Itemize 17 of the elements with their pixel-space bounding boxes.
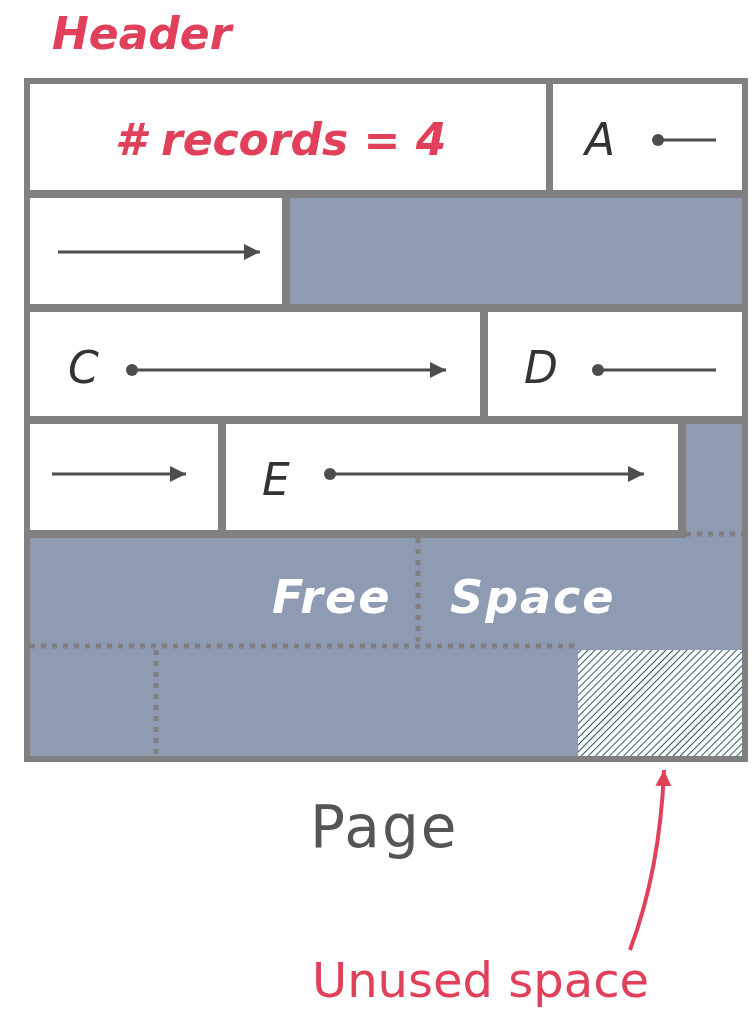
record-cell — [226, 424, 678, 530]
cell-text: E — [262, 458, 290, 502]
leader-line — [628, 769, 672, 951]
annotation-text: Unused space — [312, 952, 662, 1008]
record-cell — [488, 312, 742, 416]
free-space-label: Free — [272, 574, 392, 620]
record-cell — [30, 312, 480, 416]
cell-text: D — [524, 346, 558, 390]
record-cell — [30, 198, 282, 304]
cell-text: # records = 4 — [115, 118, 447, 162]
record-cell — [30, 424, 218, 530]
header-label: Header — [52, 12, 232, 56]
record-cell — [553, 84, 742, 190]
unused-space-area — [578, 650, 742, 756]
cell-text: A — [585, 118, 616, 162]
record-cell — [30, 84, 546, 190]
cell-text: C — [68, 346, 99, 390]
